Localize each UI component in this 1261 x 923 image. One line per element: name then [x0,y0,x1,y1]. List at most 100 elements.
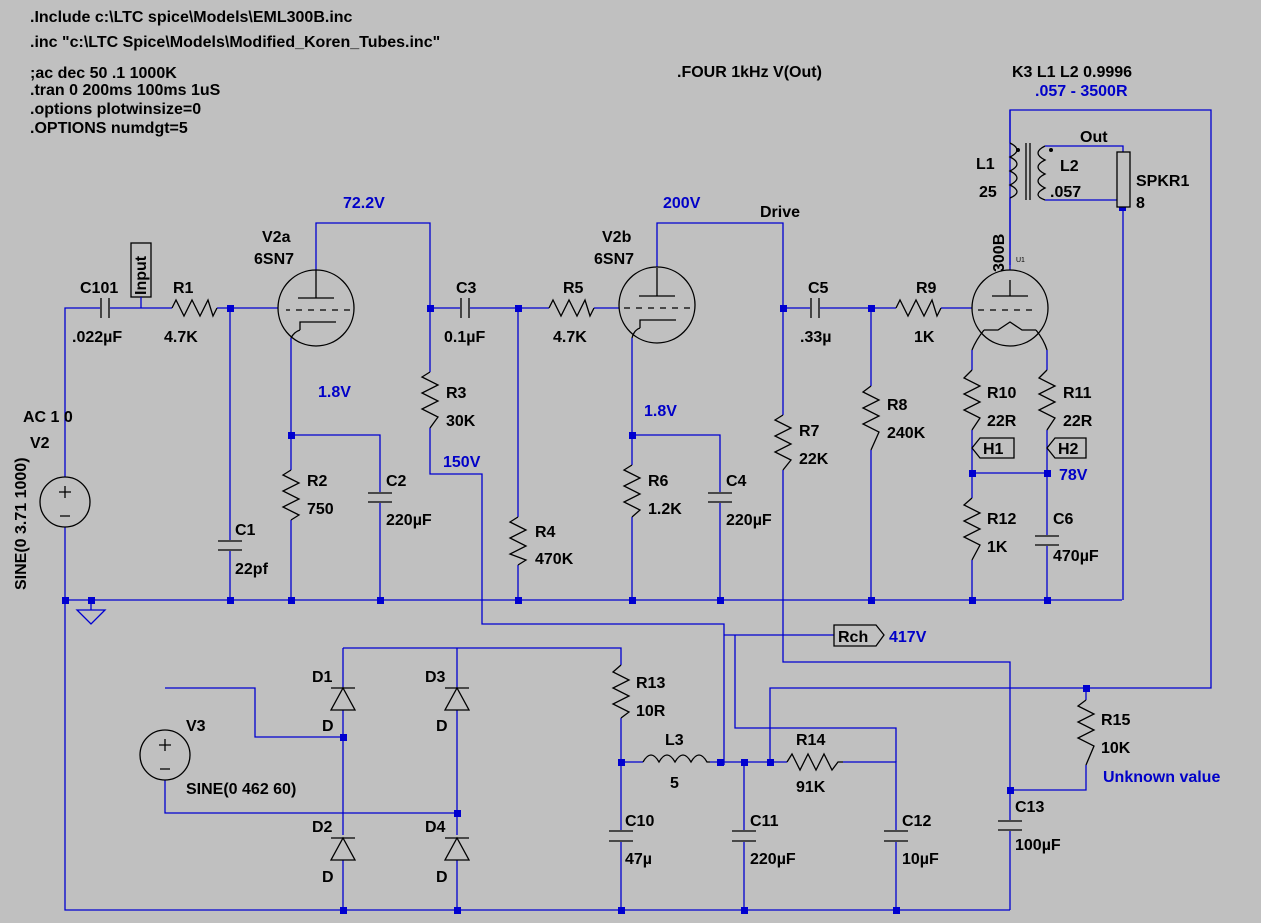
v2a-name: V2a [262,229,291,246]
h2-net-label: H2 [1058,441,1079,458]
c1-name: C1 [235,522,256,539]
r13-name: R13 [636,675,665,692]
c11-symbol[interactable] [732,830,756,842]
v2b-tube-symbol[interactable] [618,266,696,344]
h1-net-flag[interactable] [971,437,1015,459]
c3-value: 0.1µF [444,329,485,346]
c2-name: C2 [386,473,407,490]
r8-value: 240K [887,425,926,442]
v2-source-symbol[interactable] [39,476,91,528]
unknown-value-note: Unknown value [1103,769,1220,786]
r13-value: 10R [636,703,666,720]
c11-name: C11 [750,813,779,830]
c6-name: C6 [1053,511,1074,528]
r15-name: R15 [1101,712,1130,729]
c2-symbol[interactable] [368,492,392,503]
r9-name: R9 [916,280,937,297]
d1-symbol[interactable] [329,686,357,711]
v3-source-symbol[interactable] [139,729,191,781]
r10-symbol[interactable] [962,369,982,431]
r5-name: R5 [563,280,584,297]
r8-symbol[interactable] [861,385,881,451]
c1-value: 22pf [235,561,269,578]
c10-symbol[interactable] [609,830,633,842]
r6-symbol[interactable] [622,464,642,518]
h2-net-flag[interactable] [1046,437,1087,459]
r11-symbol[interactable] [1037,369,1057,431]
d4-symbol[interactable] [443,836,471,861]
l1-value: 25 [979,184,997,201]
v2b-cathode-voltage: 1.8V [644,403,677,420]
v2b-name: V2b [602,229,632,246]
d4-model: D [436,869,448,886]
r9-symbol[interactable] [895,298,942,318]
spkr1-name: SPKR1 [1136,173,1189,190]
r14-symbol[interactable] [786,752,843,772]
junction-dots [62,204,1126,914]
c101-symbol[interactable] [100,298,110,318]
c4-name: C4 [726,473,747,490]
r3-symbol[interactable] [420,371,440,429]
c5-symbol[interactable] [810,298,820,318]
r5-symbol[interactable] [548,298,595,318]
v2-name: V2 [30,435,50,452]
r3-name: R3 [446,385,467,402]
c3-symbol[interactable] [460,298,470,318]
d1-name: D1 [312,669,333,686]
d1-model: D [322,718,334,735]
r10-value: 22R [987,413,1017,430]
d2-model: D [322,869,334,886]
c4-symbol[interactable] [708,492,732,503]
input-net-flag[interactable] [130,242,152,308]
d3-model: D [436,718,448,735]
r14-name: R14 [796,732,825,749]
r4-value: 470K [535,551,574,568]
spkr1-symbol[interactable] [1116,151,1131,208]
directive-include: .Include c:\LTC spice\Models\EML300B.inc [30,9,353,26]
r1-symbol[interactable] [171,298,218,318]
c101-value: .022µF [72,329,122,346]
d3-name: D3 [425,669,446,686]
l3-name: L3 [665,732,684,749]
transformer-l1-l2-symbol[interactable] [1008,142,1053,201]
r4-symbol[interactable] [508,516,528,566]
d2-symbol[interactable] [329,836,357,861]
v2a-tube-symbol[interactable] [277,269,355,347]
u1-model: 300B [991,234,1008,272]
r13-symbol[interactable] [611,664,631,719]
c13-value: 100µF [1015,837,1061,854]
l3-symbol[interactable] [642,754,710,764]
r2-symbol[interactable] [281,469,301,521]
c2-value: 220µF [386,512,432,529]
r2-name: R2 [307,473,328,490]
c12-value: 10µF [902,851,939,868]
r6-value: 1.2K [648,501,682,518]
v2b-model: 6SN7 [594,251,634,268]
r7-name: R7 [799,423,820,440]
c6-value: 470µF [1053,548,1099,565]
r7-symbol[interactable] [773,414,793,471]
c6-symbol[interactable] [1035,535,1059,546]
l2-name: L2 [1060,158,1079,175]
u1-name: U1 [1016,257,1025,264]
drive-net-label: Drive [760,204,800,221]
c13-symbol[interactable] [998,820,1022,831]
v2a-plate-voltage: 72.2V [343,195,385,212]
u1-300b-tube-symbol[interactable] [971,269,1049,351]
rch-voltage: 417V [889,629,927,646]
r1-value: 4.7K [164,329,198,346]
r12-symbol[interactable] [962,497,982,561]
d3-symbol[interactable] [443,686,471,711]
out-net-label: Out [1080,129,1108,146]
c11-value: 220µF [750,851,796,868]
input-net-label: Input [133,255,150,295]
c12-symbol[interactable] [884,830,908,842]
c1-symbol[interactable] [218,540,242,551]
rch-net-flag[interactable] [833,624,885,647]
r15-symbol[interactable] [1076,699,1096,766]
directive-four: .FOUR 1kHz V(Out) [677,64,822,81]
r15-value: 10K [1101,740,1131,757]
r12-name: R12 [987,511,1016,528]
v2-spec: AC 1 0 [23,409,73,426]
